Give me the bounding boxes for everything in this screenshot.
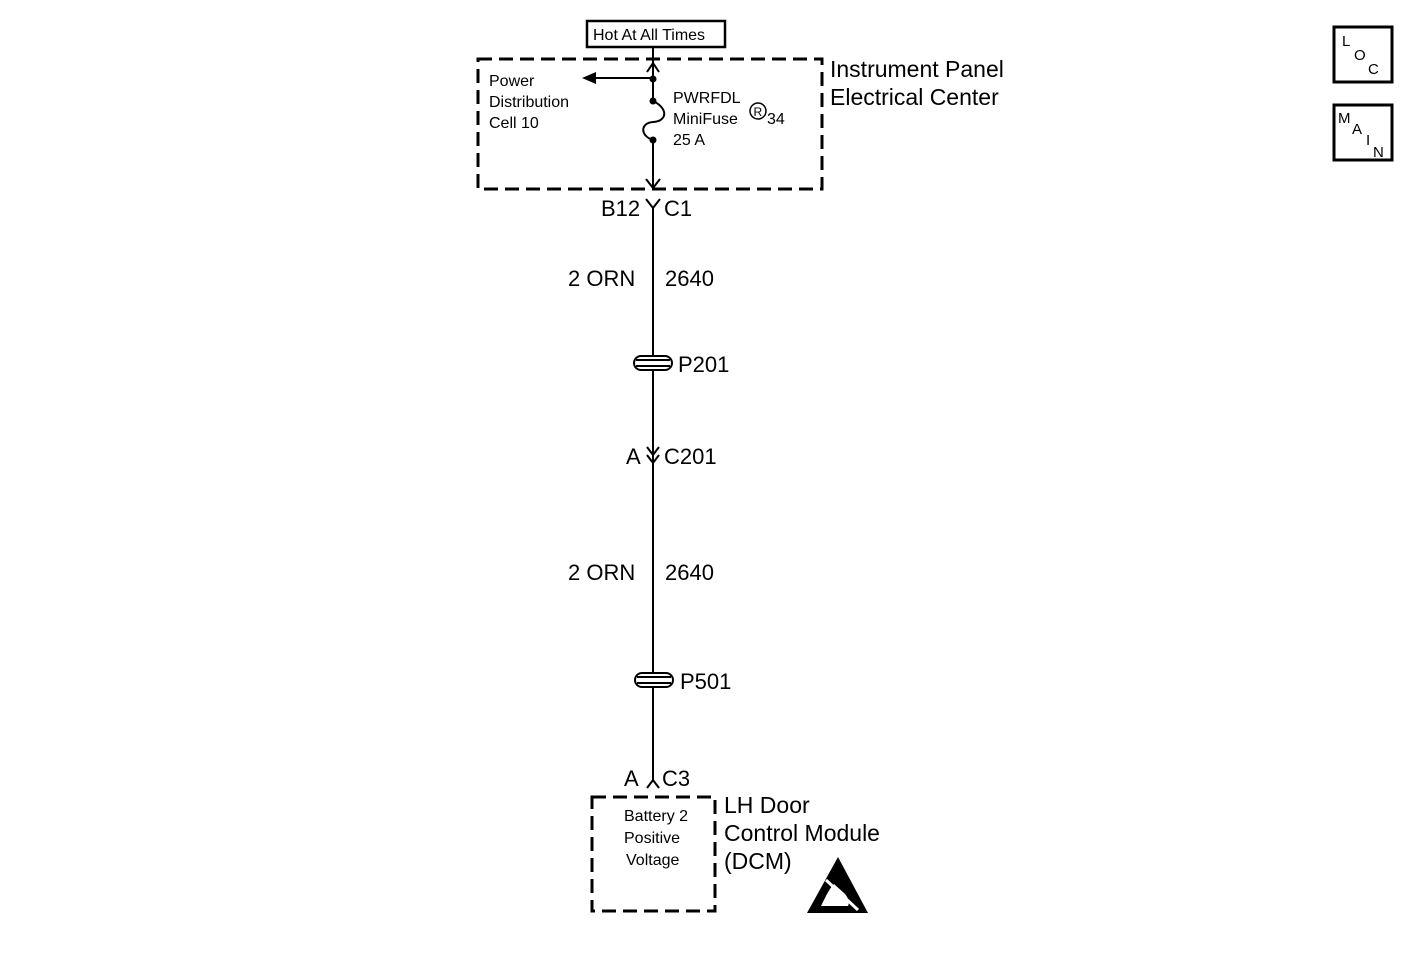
fuse-feed [592,47,660,100]
connector-c201-icon [646,446,660,465]
fuse-icon [642,100,666,141]
main-letter-n: N [1373,144,1384,161]
connector-c3-icon [646,778,660,789]
connector-c1-name: C1 [664,196,692,221]
connector-c201-name: C201 [664,444,717,469]
connector-c3-name: C3 [662,766,690,791]
ipec-title-line2: Electrical Center [830,84,999,110]
dcm-box [590,795,717,913]
arrow-left-icon [582,72,596,84]
main-button[interactable]: M A I N [1332,103,1394,162]
connector-c201-pin: A [626,444,641,469]
pdc-line1: Power [489,73,535,90]
dcm-title-line3: (DCM) [724,848,792,874]
wire2-circuit: 2640 [665,560,714,585]
connector-c3-pin: A [624,766,639,791]
power-source-label: Hot At All Times [585,19,727,49]
connector-c1-icon [645,198,661,210]
fuse-number: 34 [767,111,785,128]
pdc-line3: Cell 10 [489,115,539,132]
pass-through-p501-label: P501 [680,669,731,694]
loc-letter-l: L [1342,33,1350,50]
connector-arrow-icon [645,178,661,190]
ipec-box [476,57,824,191]
loc-button[interactable]: L O C [1332,25,1394,84]
pass-through-p501-icon [634,672,674,688]
dcm-pin-function-line1: Battery 2 [624,808,688,825]
loc-letter-o: O [1354,47,1366,64]
wire1-circuit: 2640 [665,266,714,291]
connector-c1-pin: B12 [601,196,640,221]
dcm-pin-function-line2: Positive [624,830,680,847]
main-letter-i: I [1366,132,1370,149]
main-letter-m: M [1338,110,1351,127]
loc-letter-c: C [1368,61,1379,78]
wire1-gauge-color: 2 ORN [568,266,635,291]
splice-dot [649,75,657,83]
svg-text:R: R [754,105,763,119]
dcm-title-line2: Control Module [724,820,880,846]
pdc-line2: Distribution [489,94,569,111]
wire2-gauge-color: 2 ORN [568,560,635,585]
fuse-name: PWRFDL [673,90,741,107]
fuse-rating: 25 A [673,132,705,149]
pass-through-p201-icon [633,355,673,371]
main-letter-a: A [1352,121,1362,138]
registered-mark-icon: R [749,102,767,120]
esd-sensitive-icon [807,857,868,913]
fuse-type: MiniFuse [673,111,738,128]
pass-through-p201-label: P201 [678,352,729,377]
power-source-text: Hot At All Times [593,27,705,44]
dcm-pin-function-line3: Voltage [626,852,679,869]
ipec-title-line1: Instrument Panel [830,56,1004,82]
dcm-title-line1: LH Door [724,792,810,818]
